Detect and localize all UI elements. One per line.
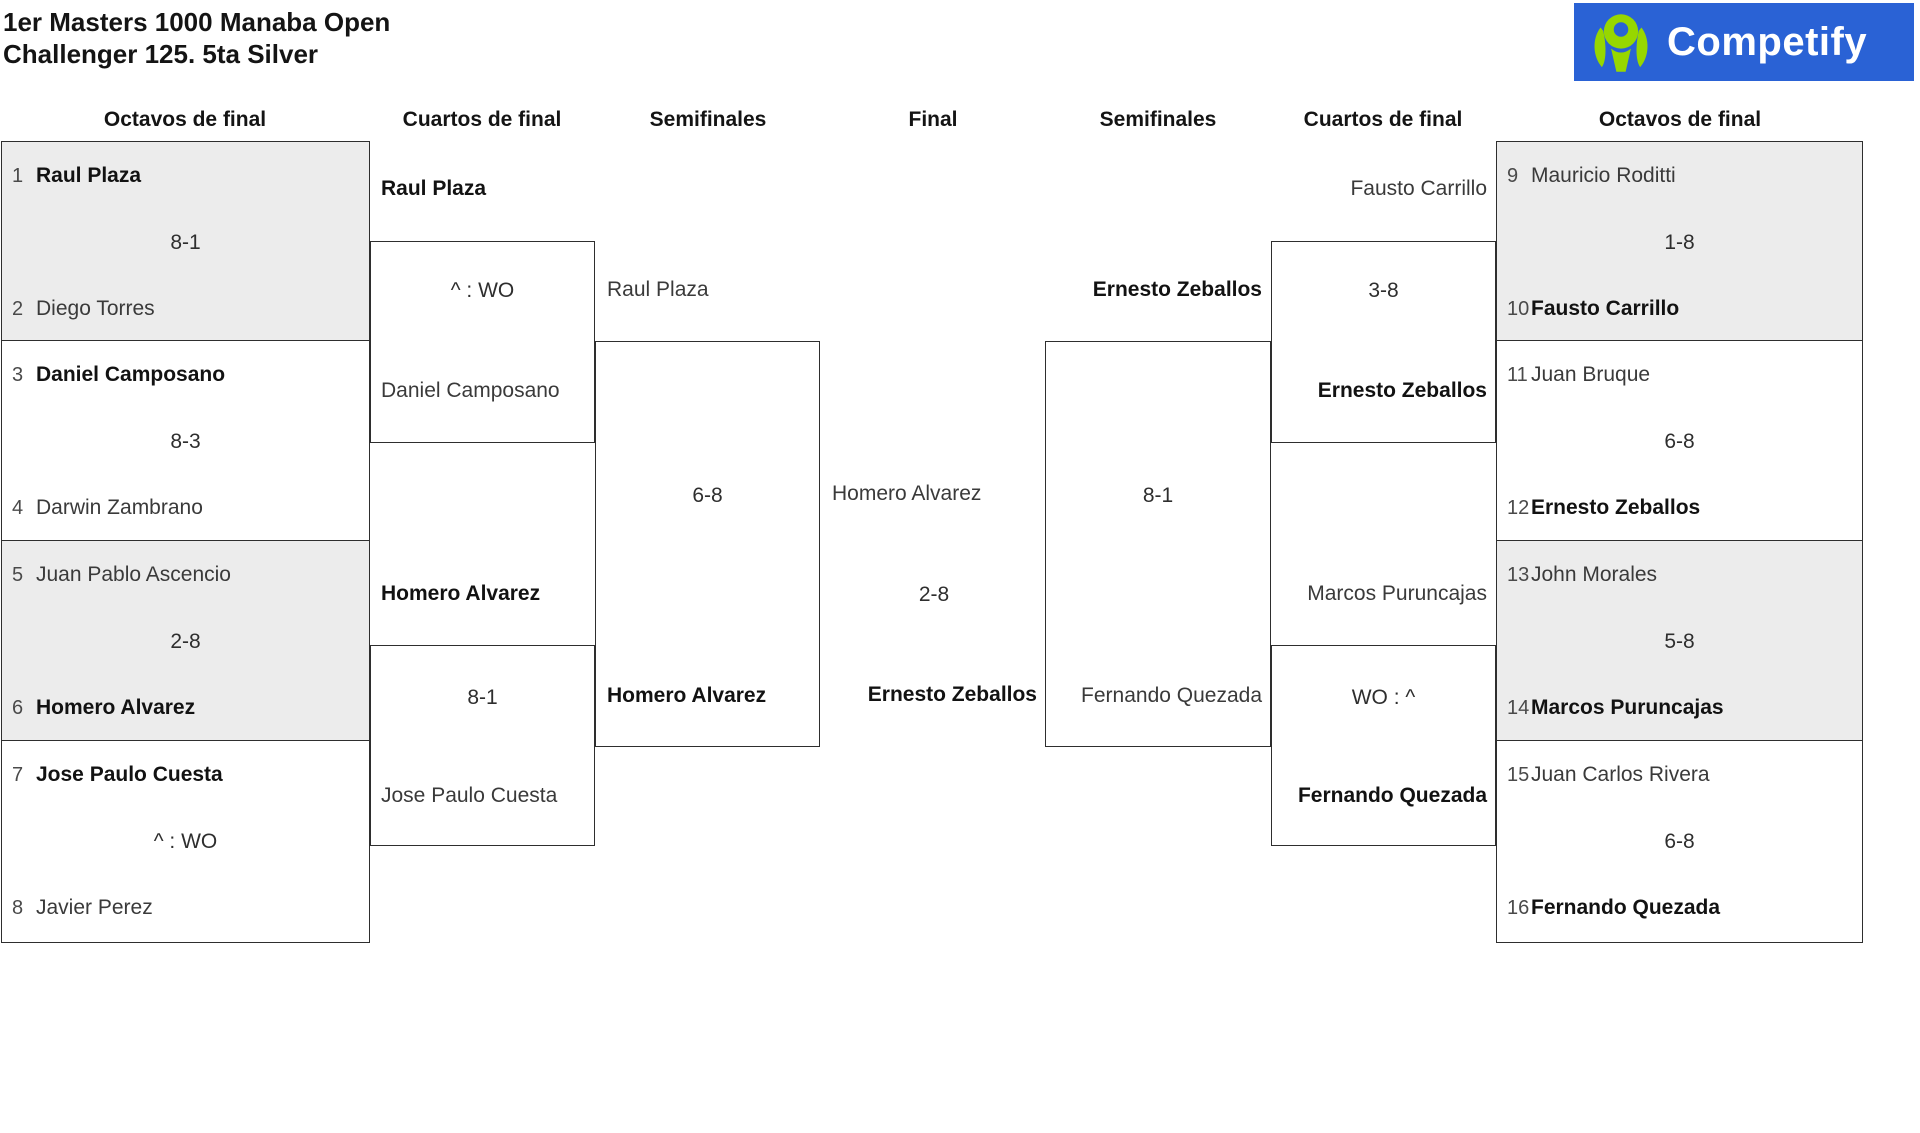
- match-score: ^ : WO: [153, 830, 218, 853]
- match-box-oct-l2: 3 Daniel Camposano 8-3 4 Darwin Zambrano: [1, 341, 370, 541]
- player-seed: 2: [12, 297, 24, 320]
- player-name: Ernesto Zeballos: [1531, 496, 1701, 519]
- advanced-player-qf-l1-b: Daniel Camposano: [381, 379, 560, 402]
- match-score: WO : ^: [1351, 686, 1416, 709]
- match-score: 2-8: [170, 630, 201, 653]
- player-seed: 16: [1507, 896, 1530, 919]
- player-name: John Morales: [1531, 563, 1658, 586]
- player-name: Juan Bruque: [1531, 363, 1651, 386]
- round-header-cuartos-right: Cuartos de final: [1303, 108, 1463, 131]
- advanced-player-qf-r1-b: Ernesto Zeballos: [1317, 379, 1487, 402]
- advanced-player-sf-l-b: Homero Alvarez: [607, 684, 767, 707]
- match-score: 8-1: [467, 686, 498, 709]
- finalist-left: Homero Alvarez: [832, 482, 982, 505]
- round-header-cuartos-left: Cuartos de final: [402, 108, 562, 131]
- player-name: Raul Plaza: [36, 164, 142, 187]
- player-name: Darwin Zambrano: [36, 496, 203, 519]
- player-seed: 12: [1507, 496, 1530, 519]
- player-name: Juan Pablo Ascencio: [36, 563, 231, 586]
- advanced-player-qf-r1-a: Fausto Carrillo: [1350, 177, 1487, 200]
- player-name: Diego Torres: [36, 297, 155, 320]
- tournament-title-line1: 1er Masters 1000 Manaba Open: [3, 7, 391, 37]
- advanced-player-qf-l2-b: Jose Paulo Cuesta: [381, 784, 558, 807]
- match-score: 8-1: [170, 231, 201, 254]
- advanced-player-sf-l-a: Raul Plaza: [607, 278, 709, 301]
- round-header-final: Final: [908, 108, 958, 131]
- final-score: 2-8: [918, 583, 950, 606]
- player-seed: 3: [12, 363, 24, 386]
- player-seed: 5: [12, 563, 24, 586]
- match-score: 6-8: [692, 484, 723, 507]
- match-score: 3-8: [1368, 279, 1399, 302]
- competify-person-icon: [1594, 14, 1648, 72]
- match-box-oct-l4: 7 Jose Paulo Cuesta ^ : WO 8 Javier Perez: [1, 741, 370, 943]
- competify-logo[interactable]: Competify: [1574, 3, 1914, 81]
- competify-logo-text: Competify: [1667, 19, 1868, 64]
- finalist-right: Ernesto Zeballos: [867, 683, 1037, 706]
- match-box-oct-l3: 5 Juan Pablo Ascencio 2-8 6 Homero Alvarez: [1, 541, 370, 741]
- player-seed: 10: [1507, 297, 1530, 320]
- player-seed: 8: [12, 896, 24, 919]
- player-seed: 6: [12, 696, 24, 719]
- player-name: Mauricio Roditti: [1531, 164, 1676, 187]
- advanced-player-qf-r2-a: Marcos Puruncajas: [1307, 582, 1487, 605]
- player-name: Javier Perez: [36, 896, 153, 919]
- player-name: Daniel Camposano: [36, 363, 226, 386]
- tournament-title-line2: Challenger 125. 5ta Silver: [3, 39, 319, 69]
- player-seed: 1: [12, 164, 24, 187]
- player-name: Jose Paulo Cuesta: [36, 763, 223, 786]
- player-name: Fernando Quezada: [1531, 896, 1721, 919]
- player-name: Fausto Carrillo: [1531, 297, 1680, 320]
- match-box-sf-l: 6-8: [595, 341, 820, 747]
- round-header-semis-right: Semifinales: [1099, 108, 1217, 131]
- player-name: Homero Alvarez: [36, 696, 196, 719]
- player-seed: 13: [1507, 563, 1530, 586]
- match-box-qf-l2: 8-1: [370, 645, 595, 846]
- match-score: 8-1: [1142, 484, 1174, 507]
- match-box-oct-l1: 1 Raul Plaza 8-1 2 Diego Torres: [1, 141, 370, 341]
- round-header-octavos-right: Octavos de final: [1598, 108, 1762, 131]
- match-box-sf-r: 8-1: [1045, 341, 1271, 747]
- player-seed: 14: [1507, 696, 1530, 719]
- tournament-title: 1er Masters 1000 Manaba Open Challenger …: [3, 6, 390, 70]
- advanced-player-sf-r-a: Ernesto Zeballos: [1092, 278, 1262, 301]
- match-score: 6-8: [1664, 430, 1695, 453]
- player-seed: 11: [1507, 363, 1528, 386]
- advanced-player-qf-r2-b: Fernando Quezada: [1297, 784, 1487, 807]
- player-seed: 4: [12, 496, 24, 519]
- player-seed: 9: [1507, 164, 1519, 187]
- player-seed: 15: [1507, 763, 1530, 786]
- round-header-octavos-left: Octavos de final: [103, 108, 267, 131]
- match-box-qf-r2: WO : ^: [1271, 645, 1496, 846]
- player-name: Juan Carlos Rivera: [1531, 763, 1710, 786]
- advanced-player-sf-r-b: Fernando Quezada: [1081, 684, 1262, 707]
- player-name: Marcos Puruncajas: [1531, 696, 1724, 719]
- advanced-player-qf-l1-a: Raul Plaza: [381, 177, 487, 200]
- match-score: 5-8: [1664, 630, 1695, 653]
- match-score: ^ : WO: [450, 279, 515, 302]
- match-box-qf-l1: ^ : WO: [370, 241, 595, 443]
- player-seed: 7: [12, 763, 24, 786]
- match-box-qf-r1: 3-8: [1271, 241, 1496, 443]
- match-score: 8-3: [170, 430, 201, 453]
- match-score: 6-8: [1664, 830, 1695, 853]
- round-header-semis-left: Semifinales: [649, 108, 767, 131]
- advanced-player-qf-l2-a: Homero Alvarez: [381, 582, 541, 605]
- match-score: 1-8: [1664, 231, 1695, 254]
